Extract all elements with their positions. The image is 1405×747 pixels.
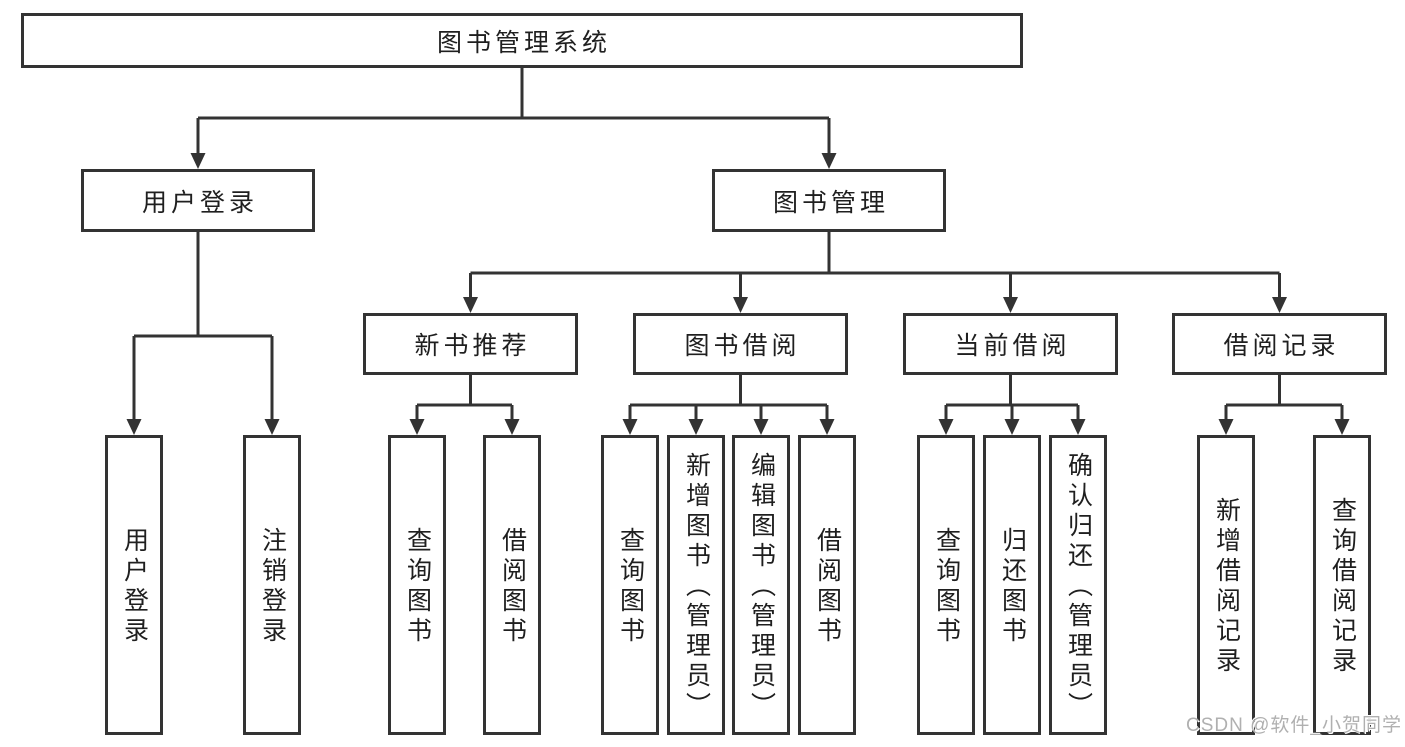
node-logout: 注销登录 [243,435,301,735]
node-add-borrow-record: 新增借阅记录 [1197,435,1255,735]
node-query-borrow-record: 查询借阅记录 [1313,435,1371,735]
node-query-books: 查询图书 [917,435,975,735]
node-label: 查询借阅记录 [1328,497,1357,677]
node-label: 查询图书 [932,527,961,647]
node-label: 借阅记录 [1223,332,1340,360]
node-label: 查询图书 [403,527,432,647]
node-library-management-system: 图书管理系统 [21,13,1023,68]
node-label: 确认归还（管理员） [1064,452,1093,722]
csdn-watermark: CSDN @软件_小贺同学 [1186,715,1402,736]
arrowhead-icons [126,153,1350,435]
node-new-book-recommendation: 新书推荐 [363,313,578,375]
node-query-books: 查询图书 [601,435,659,735]
node-return-books: 归还图书 [983,435,1041,735]
node-query-books: 查询图书 [388,435,446,735]
node-label: 借阅图书 [498,527,527,647]
node-label: 用户登录 [141,188,258,217]
node-label: 当前借阅 [954,332,1071,360]
node-label: 图书借阅 [684,332,801,360]
node-label: 归还图书 [998,527,1027,647]
node-label: 借阅图书 [813,527,842,647]
node-borrow-books: 借阅图书 [798,435,856,735]
node-book-borrowing: 图书借阅 [633,313,848,375]
node-label: 注销登录 [258,527,287,647]
node-label: 新增借阅记录 [1212,497,1241,677]
node-label: 编辑图书（管理员） [747,452,776,722]
node-add-books-admin: 新增图书（管理员） [667,435,725,735]
node-edit-books-admin: 编辑图书（管理员） [732,435,790,735]
node-user-login-module: 用户登录 [81,169,315,232]
node-label: 图书管理 [772,188,889,217]
node-label: 查询图书 [616,527,645,647]
node-label: 用户登录 [120,527,149,647]
node-confirm-return-admin: 确认归还（管理员） [1049,435,1107,735]
node-borrow-books: 借阅图书 [483,435,541,735]
node-label: 新书推荐 [414,332,531,360]
node-label: 图书管理系统 [436,28,611,57]
node-current-borrowing: 当前借阅 [903,313,1118,375]
node-book-management-module: 图书管理 [712,169,946,232]
node-label: 新增图书（管理员） [682,452,711,722]
node-borrowing-records: 借阅记录 [1172,313,1387,375]
node-user-login: 用户登录 [105,435,163,735]
